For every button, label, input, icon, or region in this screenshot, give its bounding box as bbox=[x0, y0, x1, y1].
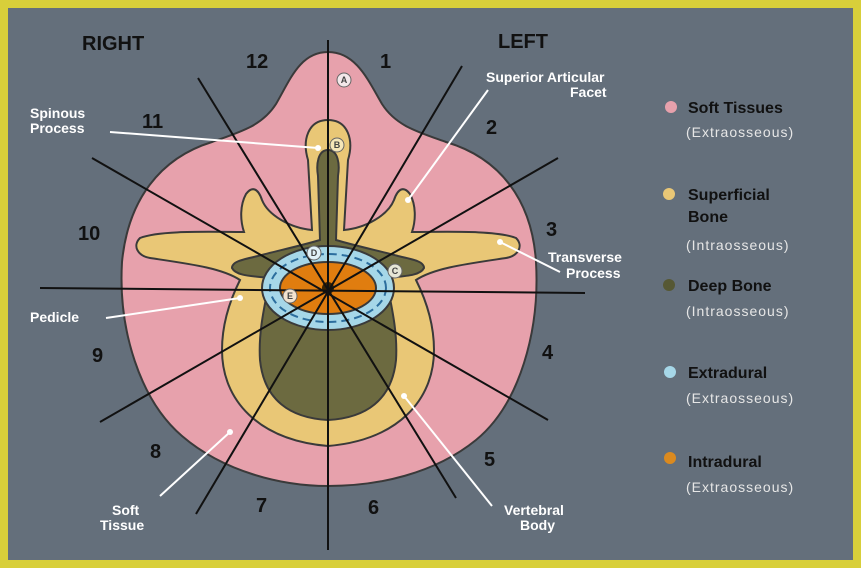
svg-text:(Intraosseous): (Intraosseous) bbox=[686, 303, 789, 319]
clock-number: 12 bbox=[246, 51, 268, 73]
legend-item-e: Intradural (Extraosseous) bbox=[664, 452, 794, 495]
clock-number: 10 bbox=[78, 223, 100, 245]
clock-number: 5 bbox=[484, 449, 495, 471]
clock-number: 11 bbox=[142, 111, 163, 133]
label-transverse-process: Transverse bbox=[548, 249, 622, 265]
label-superior-articular-facet: Superior Articular bbox=[486, 69, 605, 85]
svg-text:E: E bbox=[287, 291, 293, 301]
clock-number: 8 bbox=[150, 441, 161, 463]
clock-number: 7 bbox=[256, 495, 267, 517]
svg-text:C: C bbox=[392, 266, 399, 276]
label-pedicle: Pedicle bbox=[30, 309, 79, 325]
clock-number: 3 bbox=[546, 219, 557, 241]
header-right: RIGHT bbox=[82, 33, 144, 55]
header-left: LEFT bbox=[498, 31, 548, 53]
svg-text:(Extraosseous): (Extraosseous) bbox=[686, 390, 794, 406]
legend-item-a: Soft Tissues (Extraosseous) bbox=[665, 100, 794, 140]
clock-number: 1 bbox=[380, 51, 391, 73]
legend-item-b: Superficial Bone (Intraosseous) bbox=[663, 187, 789, 253]
svg-text:(Extraosseous): (Extraosseous) bbox=[686, 479, 794, 495]
svg-text:Intradural: Intradural bbox=[688, 454, 762, 471]
label-spinous-process: Spinous bbox=[30, 105, 85, 121]
legend-item-d: Extradural (Extraosseous) bbox=[664, 365, 794, 406]
clock-number: 4 bbox=[542, 342, 554, 364]
clock-number: 2 bbox=[486, 117, 497, 139]
svg-text:D: D bbox=[311, 248, 318, 258]
svg-text:Superficial: Superficial bbox=[688, 187, 770, 204]
svg-text:Process: Process bbox=[566, 265, 621, 281]
svg-text:Extradural: Extradural bbox=[688, 365, 767, 382]
svg-text:(Intraosseous): (Intraosseous) bbox=[686, 237, 789, 253]
label-soft-tissue: Soft bbox=[112, 502, 140, 518]
svg-text:Body: Body bbox=[520, 517, 555, 533]
svg-text:A: A bbox=[341, 75, 348, 85]
legend-item-c: Deep Bone (Intraosseous) bbox=[663, 278, 789, 319]
svg-text:(Extraosseous): (Extraosseous) bbox=[686, 124, 794, 140]
svg-text:Deep Bone: Deep Bone bbox=[688, 278, 772, 295]
svg-text:Process: Process bbox=[30, 120, 85, 136]
svg-text:B: B bbox=[334, 140, 341, 150]
svg-text:Bone: Bone bbox=[688, 209, 728, 226]
svg-text:Tissue: Tissue bbox=[100, 517, 144, 533]
svg-text:Soft Tissues: Soft Tissues bbox=[688, 100, 783, 117]
clock-number: 6 bbox=[368, 497, 379, 519]
label-vertebral-body: Vertebral bbox=[504, 502, 564, 518]
legend: Soft Tissues (Extraosseous) Superficial … bbox=[663, 100, 794, 495]
svg-text:Facet: Facet bbox=[570, 84, 607, 100]
clock-number: 9 bbox=[92, 345, 103, 367]
